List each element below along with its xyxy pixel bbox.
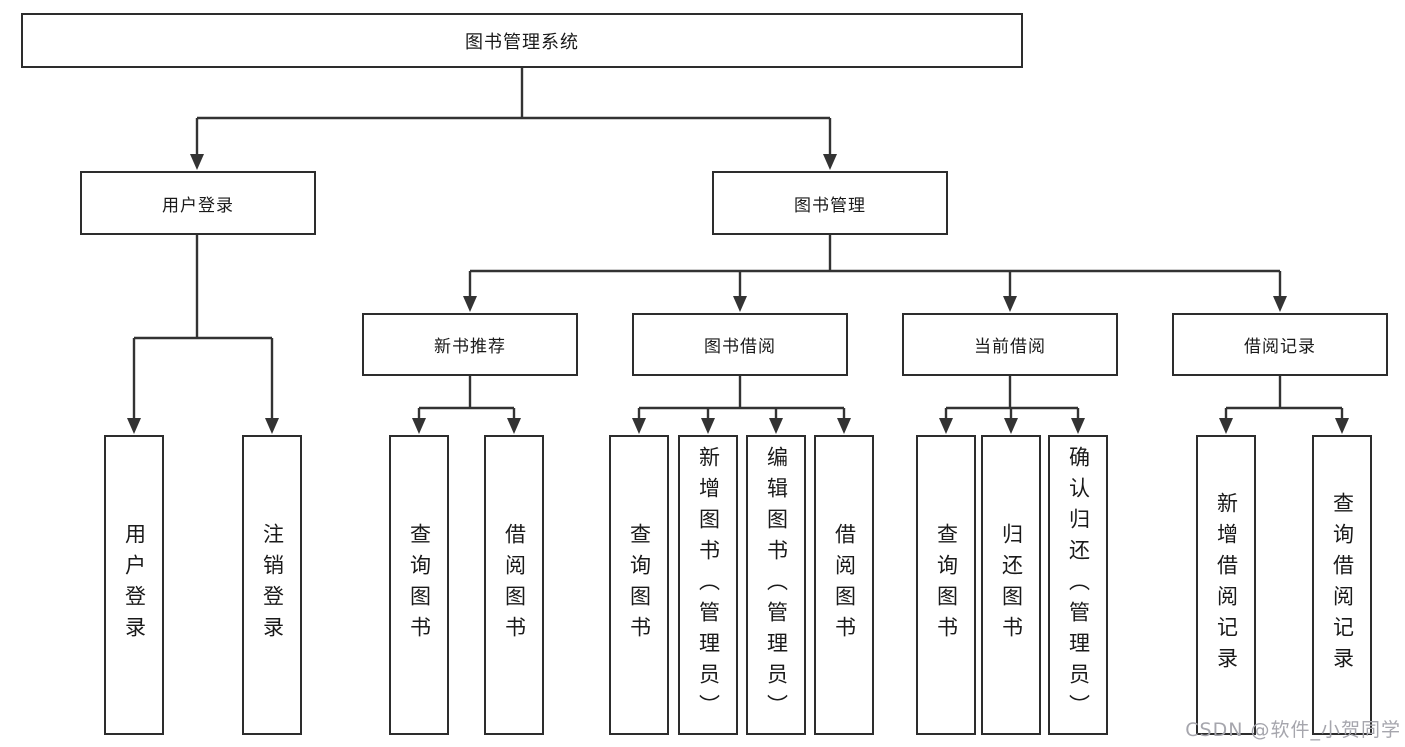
node-root: 图书管理系统	[21, 13, 1023, 68]
leaf-borrow-add-admin-label: 新增图书（管理员）	[696, 445, 721, 725]
leaf-borrow-add-admin: 新增图书（管理员）	[678, 435, 738, 735]
leaf-borrow-edit-admin-label: 编辑图书（管理员）	[764, 445, 789, 725]
leaf-borrow-lend: 借阅图书	[814, 435, 874, 735]
leaf-current-query-label: 查询图书	[934, 523, 959, 647]
leaf-current-return: 归还图书	[981, 435, 1041, 735]
csdn-watermark: CSDN @软件_小贺同学	[1185, 719, 1401, 741]
leaf-current-query: 查询图书	[916, 435, 976, 735]
leaf-record-add: 新增借阅记录	[1196, 435, 1256, 735]
leaf-record-query-label: 查询借阅记录	[1330, 492, 1355, 678]
node-book-management: 图书管理	[712, 171, 948, 235]
leaf-user-login: 用户登录	[104, 435, 164, 735]
node-user-login: 用户登录	[80, 171, 316, 235]
leaf-newbook-query: 查询图书	[389, 435, 449, 735]
leaf-borrow-lend-label: 借阅图书	[832, 523, 857, 647]
leaf-user-login-label: 用户登录	[122, 523, 147, 647]
leaf-borrow-edit-admin: 编辑图书（管理员）	[746, 435, 806, 735]
node-book-borrow: 图书借阅	[632, 313, 848, 376]
leaf-current-return-label: 归还图书	[999, 523, 1024, 647]
leaf-borrow-query-label: 查询图书	[627, 523, 652, 647]
leaf-logout-label: 注销登录	[260, 523, 285, 647]
node-borrow-record: 借阅记录	[1172, 313, 1388, 376]
leaf-current-confirm-admin: 确认归还（管理员）	[1048, 435, 1108, 735]
leaf-newbook-query-label: 查询图书	[407, 523, 432, 647]
leaf-current-confirm-admin-label: 确认归还（管理员）	[1066, 445, 1091, 725]
node-current-borrow: 当前借阅	[902, 313, 1118, 376]
leaf-newbook-borrow-label: 借阅图书	[502, 523, 527, 647]
leaf-newbook-borrow: 借阅图书	[484, 435, 544, 735]
leaf-borrow-query: 查询图书	[609, 435, 669, 735]
leaf-record-add-label: 新增借阅记录	[1214, 492, 1239, 678]
leaf-logout: 注销登录	[242, 435, 302, 735]
leaf-record-query: 查询借阅记录	[1312, 435, 1372, 735]
node-new-book-recommend: 新书推荐	[362, 313, 578, 376]
